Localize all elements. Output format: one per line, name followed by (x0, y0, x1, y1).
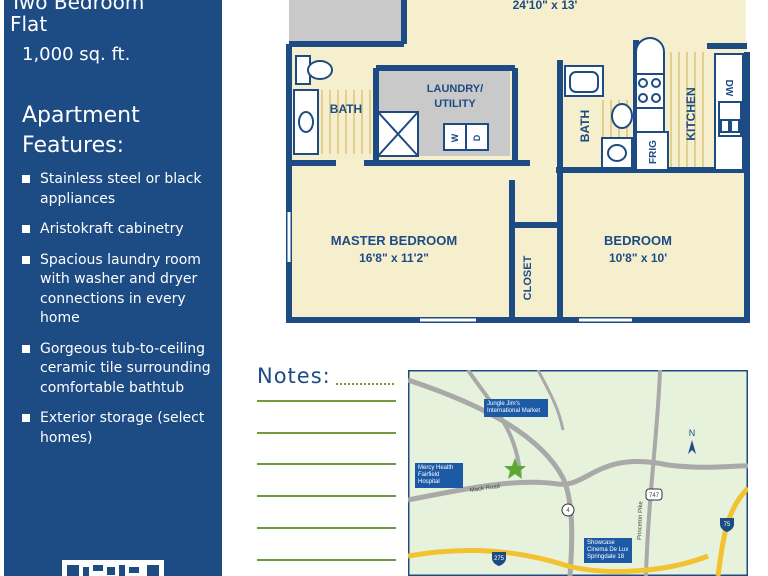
feature-item: Spacious laundry room with washer and dr… (20, 251, 216, 329)
route-4-shield-icon (561, 503, 575, 517)
dishwasher-label: DW (723, 80, 734, 97)
note-line (257, 559, 396, 561)
fridge-label: FRIG (648, 140, 659, 164)
note-line (257, 527, 396, 529)
closet-label: CLOSET (522, 255, 534, 300)
bedroom-label: BEDROOM (604, 233, 672, 248)
laundry-label: LAUNDRY/ (427, 83, 483, 95)
route-747-label: 747 (649, 493, 660, 499)
interstate-75-shield-icon (720, 518, 734, 532)
mack-road-label: Mack Road (469, 484, 500, 494)
bedroom-dims: 10'8" x 10' (609, 251, 667, 265)
windows (287, 0, 749, 322)
feature-item: Exterior storage (select homes) (20, 409, 216, 448)
features-heading: Apartment Features: (22, 103, 140, 158)
showcase-cinema-label: Showcase Cinema De Lux Springdale 18 (584, 538, 632, 563)
interstate-75-label: 75 (724, 522, 731, 528)
note-line (257, 432, 396, 434)
location-map: 4 747 75 275 Mack Road Princeton Pike N … (406, 368, 750, 576)
features-sidebar: Two Bedroom Flat 1,000 sq. ft. Apartment… (0, 0, 226, 576)
patio-storage (289, 0, 404, 42)
features-list: Stainless steel or black appliances Aris… (20, 170, 216, 459)
master-bath-label: BATH (330, 102, 362, 116)
sink-icon (298, 111, 314, 133)
floorplan-subtitle: Flat (10, 12, 48, 36)
mercy-health-label: Mercy Health Fairfield Hospital (415, 463, 463, 488)
bullet-square-icon (22, 255, 30, 264)
note-line (257, 495, 396, 497)
route-4-label: 4 (566, 508, 570, 514)
note-line (257, 400, 396, 402)
princeton-pike-label: Princeton Pike (637, 501, 644, 541)
note-line (257, 463, 396, 465)
map-roads (407, 368, 749, 576)
jungle-jims-label: Jungle Jim's International Market (484, 399, 548, 417)
qr-code-icon (62, 560, 164, 576)
sink-icon-2 (607, 144, 627, 162)
interstate-275-shield-icon (492, 552, 506, 566)
feature-item: Stainless steel or black appliances (20, 170, 216, 209)
master-bedroom-label: MASTER BEDROOM (331, 233, 457, 248)
bath-label: BATH (578, 110, 592, 142)
notes-title: Notes: (257, 364, 331, 388)
feature-text: Gorgeous tub-to-ceiling ceramic tile sur… (40, 340, 211, 396)
bullet-square-icon (22, 344, 30, 353)
floorplan-title: Two Bedroom (10, 0, 145, 14)
dryer-label: D (472, 134, 482, 141)
feature-item: Aristokraft cabinetry (20, 220, 216, 240)
sidebar-background (4, 0, 222, 576)
north-arrow-icon (688, 440, 696, 454)
feature-text: Spacious laundry room with washer and dr… (40, 251, 201, 327)
living-room-dims: 24'10" x 13' (513, 0, 578, 12)
interstate-275-label: 275 (494, 556, 505, 562)
kitchen-label: KITCHEN (684, 87, 698, 140)
utility-label: UTILITY (434, 98, 476, 110)
bullet-square-icon (22, 225, 30, 233)
feature-text: Exterior storage (select homes) (40, 410, 205, 446)
north-label: N (689, 428, 696, 438)
master-bedroom-dims: 16'8" x 11'2" (359, 251, 429, 265)
route-shields: 4 747 75 275 (492, 488, 734, 566)
washer-label: W (450, 133, 460, 142)
bullet-square-icon (22, 175, 30, 183)
property-star-icon (504, 458, 526, 479)
feature-text: Stainless steel or black appliances (40, 171, 202, 207)
feature-item: Gorgeous tub-to-ceiling ceramic tile sur… (20, 340, 216, 399)
fridge-icon (635, 131, 669, 171)
fixtures (293, 37, 744, 171)
toilet-icon-2 (611, 103, 633, 129)
floorplan-size: 1,000 sq. ft. (22, 44, 131, 65)
bullet-square-icon (22, 414, 30, 422)
feature-text: Aristokraft cabinetry (40, 221, 184, 237)
toilet-icon (307, 60, 333, 80)
route-747-shield-icon (645, 488, 663, 501)
floor-plan: 24'10" x 13' BATH LAUNDRY/ UTILITY W D B… (286, 0, 750, 323)
notes-title-underline (336, 383, 394, 385)
dryer-icon (465, 123, 489, 151)
